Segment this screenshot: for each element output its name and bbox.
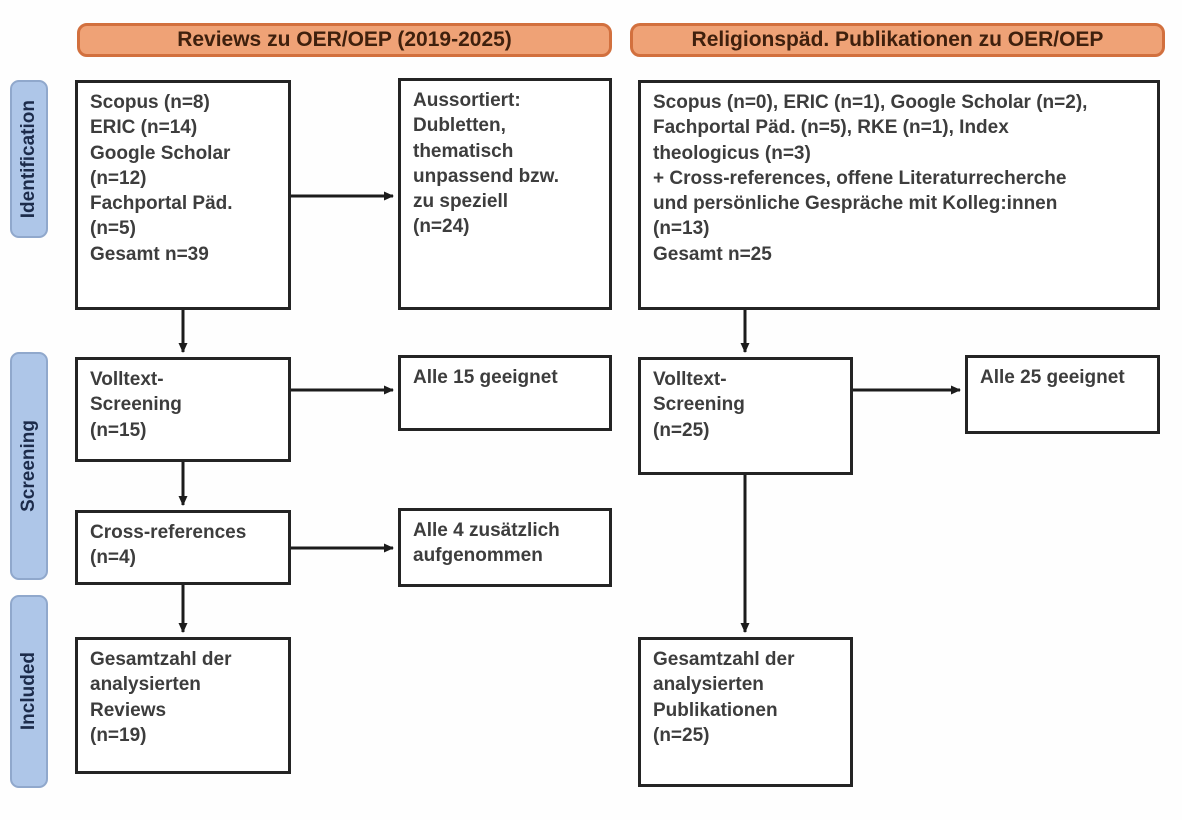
box-left-fulltext-screening: Volltext- Screening (n=15) bbox=[75, 357, 291, 462]
stage-label-included: Included bbox=[10, 595, 48, 788]
box-left-excluded: Aussortiert: Dubletten, thematisch unpas… bbox=[398, 78, 612, 310]
stage-label-screening-text: Screening bbox=[18, 420, 39, 512]
column-header-religionspaed-label: Religionspäd. Publikationen zu OER/OEP bbox=[691, 28, 1104, 51]
box-left-sources: Scopus (n=8) ERIC (n=14) Google Scholar … bbox=[75, 80, 291, 310]
column-header-religionspaed: Religionspäd. Publikationen zu OER/OEP bbox=[630, 23, 1165, 57]
box-right-sources: Scopus (n=0), ERIC (n=1), Google Scholar… bbox=[638, 80, 1160, 310]
box-left-fulltext-result: Alle 15 geeignet bbox=[398, 355, 612, 431]
column-header-reviews-label: Reviews zu OER/OEP (2019-2025) bbox=[177, 28, 512, 51]
box-left-cross-references: Cross-references (n=4) bbox=[75, 510, 291, 585]
box-left-cross-references-result: Alle 4 zusätzlich aufgenommen bbox=[398, 508, 612, 587]
box-right-fulltext-result: Alle 25 geeignet bbox=[965, 355, 1160, 434]
stage-label-identification: Identification bbox=[10, 80, 48, 238]
box-right-fulltext-screening: Volltext- Screening (n=25) bbox=[638, 357, 853, 475]
stage-label-identification-text: Identification bbox=[18, 99, 39, 219]
stage-label-screening: Screening bbox=[10, 352, 48, 580]
column-header-reviews: Reviews zu OER/OEP (2019-2025) bbox=[77, 23, 612, 57]
box-right-included-total: Gesamtzahl der analysierten Publikatione… bbox=[638, 637, 853, 787]
box-left-included-total: Gesamtzahl der analysierten Reviews (n=1… bbox=[75, 637, 291, 774]
stage-label-included-text: Included bbox=[18, 652, 39, 731]
